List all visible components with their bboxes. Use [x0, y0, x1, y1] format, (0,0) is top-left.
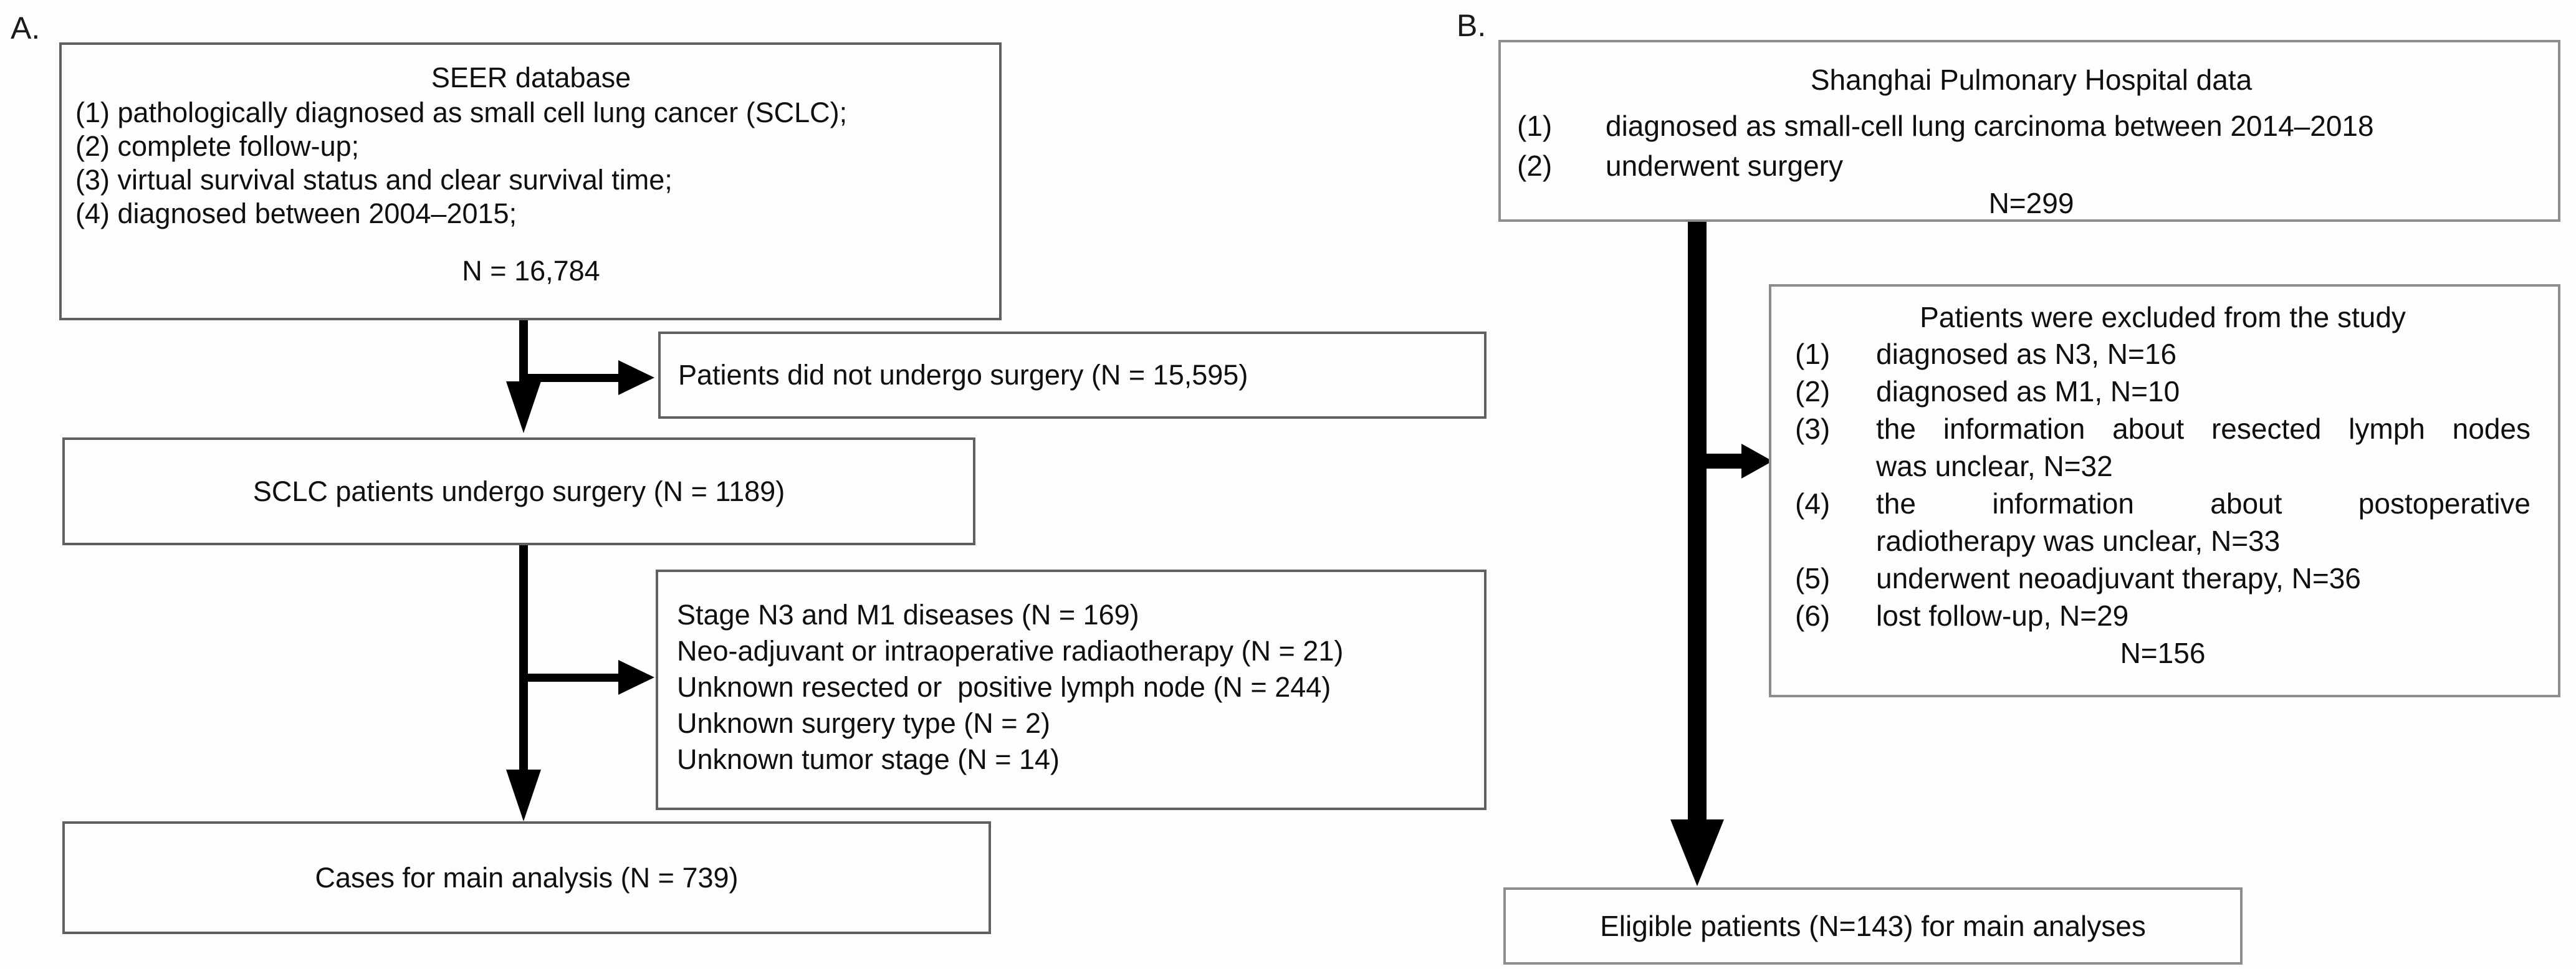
a-exclusion-line-3: Unknown resected or positive lymph node … [677, 671, 1331, 703]
surgery-text: SCLC patients undergo surgery (N = 1189) [252, 475, 785, 507]
b-exclusion-4-num: (4) [1795, 487, 1831, 520]
b-exclusion-6-text: lost follow-up, N=29 [1876, 599, 2129, 632]
hospital-box-title: Shanghai Pulmonary Hospital data [1810, 64, 2253, 96]
b-exclusion-4-line-1: the information about postoperative [1876, 487, 2531, 520]
seer-criterion-2: (2) complete follow-up; [75, 130, 360, 162]
b-exclusion-2-num: (2) [1795, 375, 1831, 408]
b-exclusion-3-line-2: was unclear, N=32 [1876, 450, 2113, 482]
a-exclusion-line-2: Neo-adjuvant or intraoperative radiaothe… [677, 635, 1344, 667]
b-exclusion-n-label: N=156 [2120, 637, 2206, 669]
seer-database-box: SEER database (1) pathologically diagnos… [59, 42, 1002, 320]
a-final-text: Cases for main analysis (N = 739) [315, 861, 739, 894]
hospital-criterion-2-num: (2) [1517, 150, 1553, 182]
b-final-text: Eligible patients (N=143) for main analy… [1600, 910, 2146, 942]
panel-b-label: B. [1457, 8, 1487, 43]
hospital-n-label: N=299 [1988, 187, 2074, 219]
seer-criterion-4: (4) diagnosed between 2004–2015; [75, 198, 517, 229]
b-exclusion-5-num: (5) [1795, 562, 1831, 594]
hospital-criterion-2-text: underwent surgery [1606, 150, 1843, 182]
seer-criterion-3: (3) virtual survival status and clear su… [75, 164, 673, 196]
b-final-box: Eligible patients (N=143) for main analy… [1503, 887, 2243, 965]
hospital-data-box: Shanghai Pulmonary Hospital data (1) dia… [1498, 40, 2560, 222]
a-exclusion-line-1: Stage N3 and M1 diseases (N = 169) [677, 599, 1139, 631]
arrow-a-branch-exclusion-line [524, 674, 618, 682]
seer-n-label: N = 16,784 [462, 255, 600, 287]
hospital-criterion-1-num: (1) [1517, 110, 1553, 142]
seer-box-title: SEER database [431, 62, 631, 93]
a-exclusion-box: Stage N3 and M1 diseases (N = 169) Neo-a… [656, 570, 1487, 810]
no-surgery-text: Patients did not undergo surgery (N = 15… [678, 359, 1248, 391]
b-exclusion-1-text: diagnosed as N3, N=16 [1876, 338, 2177, 370]
no-surgery-box: Patients did not undergo surgery (N = 15… [658, 332, 1487, 419]
a-exclusion-line-5: Unknown tumor stage (N = 14) [677, 743, 1060, 775]
seer-criterion-1: (1) pathologically diagnosed as small ce… [75, 97, 848, 128]
arrow-a-source-to-surgery-line [519, 320, 528, 381]
b-exclusion-5-text: underwent neoadjuvant therapy, N=36 [1876, 562, 2361, 594]
b-exclusion-3-num: (3) [1795, 413, 1831, 445]
surgery-box: SCLC patients undergo surgery (N = 1189) [62, 437, 975, 545]
b-exclusion-title: Patients were excluded from the study [1920, 301, 2406, 333]
b-exclusion-3-line-1: the information about resected lymph nod… [1876, 413, 2531, 445]
b-exclusion-6-num: (6) [1795, 599, 1831, 632]
arrow-a-surgery-to-final-head-icon [506, 770, 541, 821]
a-final-box: Cases for main analysis (N = 739) [62, 821, 991, 934]
arrow-a-branch-no-surgery-line [524, 374, 618, 382]
arrow-a-branch-exclusion-head-icon [618, 660, 654, 695]
hospital-criterion-1-text: diagnosed as small-cell lung carcinoma b… [1606, 110, 2374, 142]
arrow-b-source-to-final-head-icon [1670, 819, 1724, 886]
b-exclusion-2-text: diagnosed as M1, N=10 [1876, 375, 2180, 408]
arrow-a-source-to-surgery-head-icon [506, 381, 541, 433]
arrow-b-branch-exclusion-head-icon [1741, 444, 1773, 479]
b-exclusion-4-line-2: radiotherapy was unclear, N=33 [1876, 525, 2281, 557]
panel-a-label: A. [11, 11, 41, 45]
b-exclusion-1-num: (1) [1795, 338, 1831, 370]
arrow-a-branch-no-surgery-head-icon [618, 360, 654, 395]
b-exclusion-box: Patients were excluded from the study (1… [1769, 284, 2560, 697]
arrow-a-surgery-to-final-line [519, 545, 528, 770]
arrow-b-branch-exclusion-line [1707, 454, 1741, 469]
a-exclusion-line-4: Unknown surgery type (N = 2) [677, 707, 1050, 739]
arrow-b-source-to-final-line [1688, 222, 1707, 819]
